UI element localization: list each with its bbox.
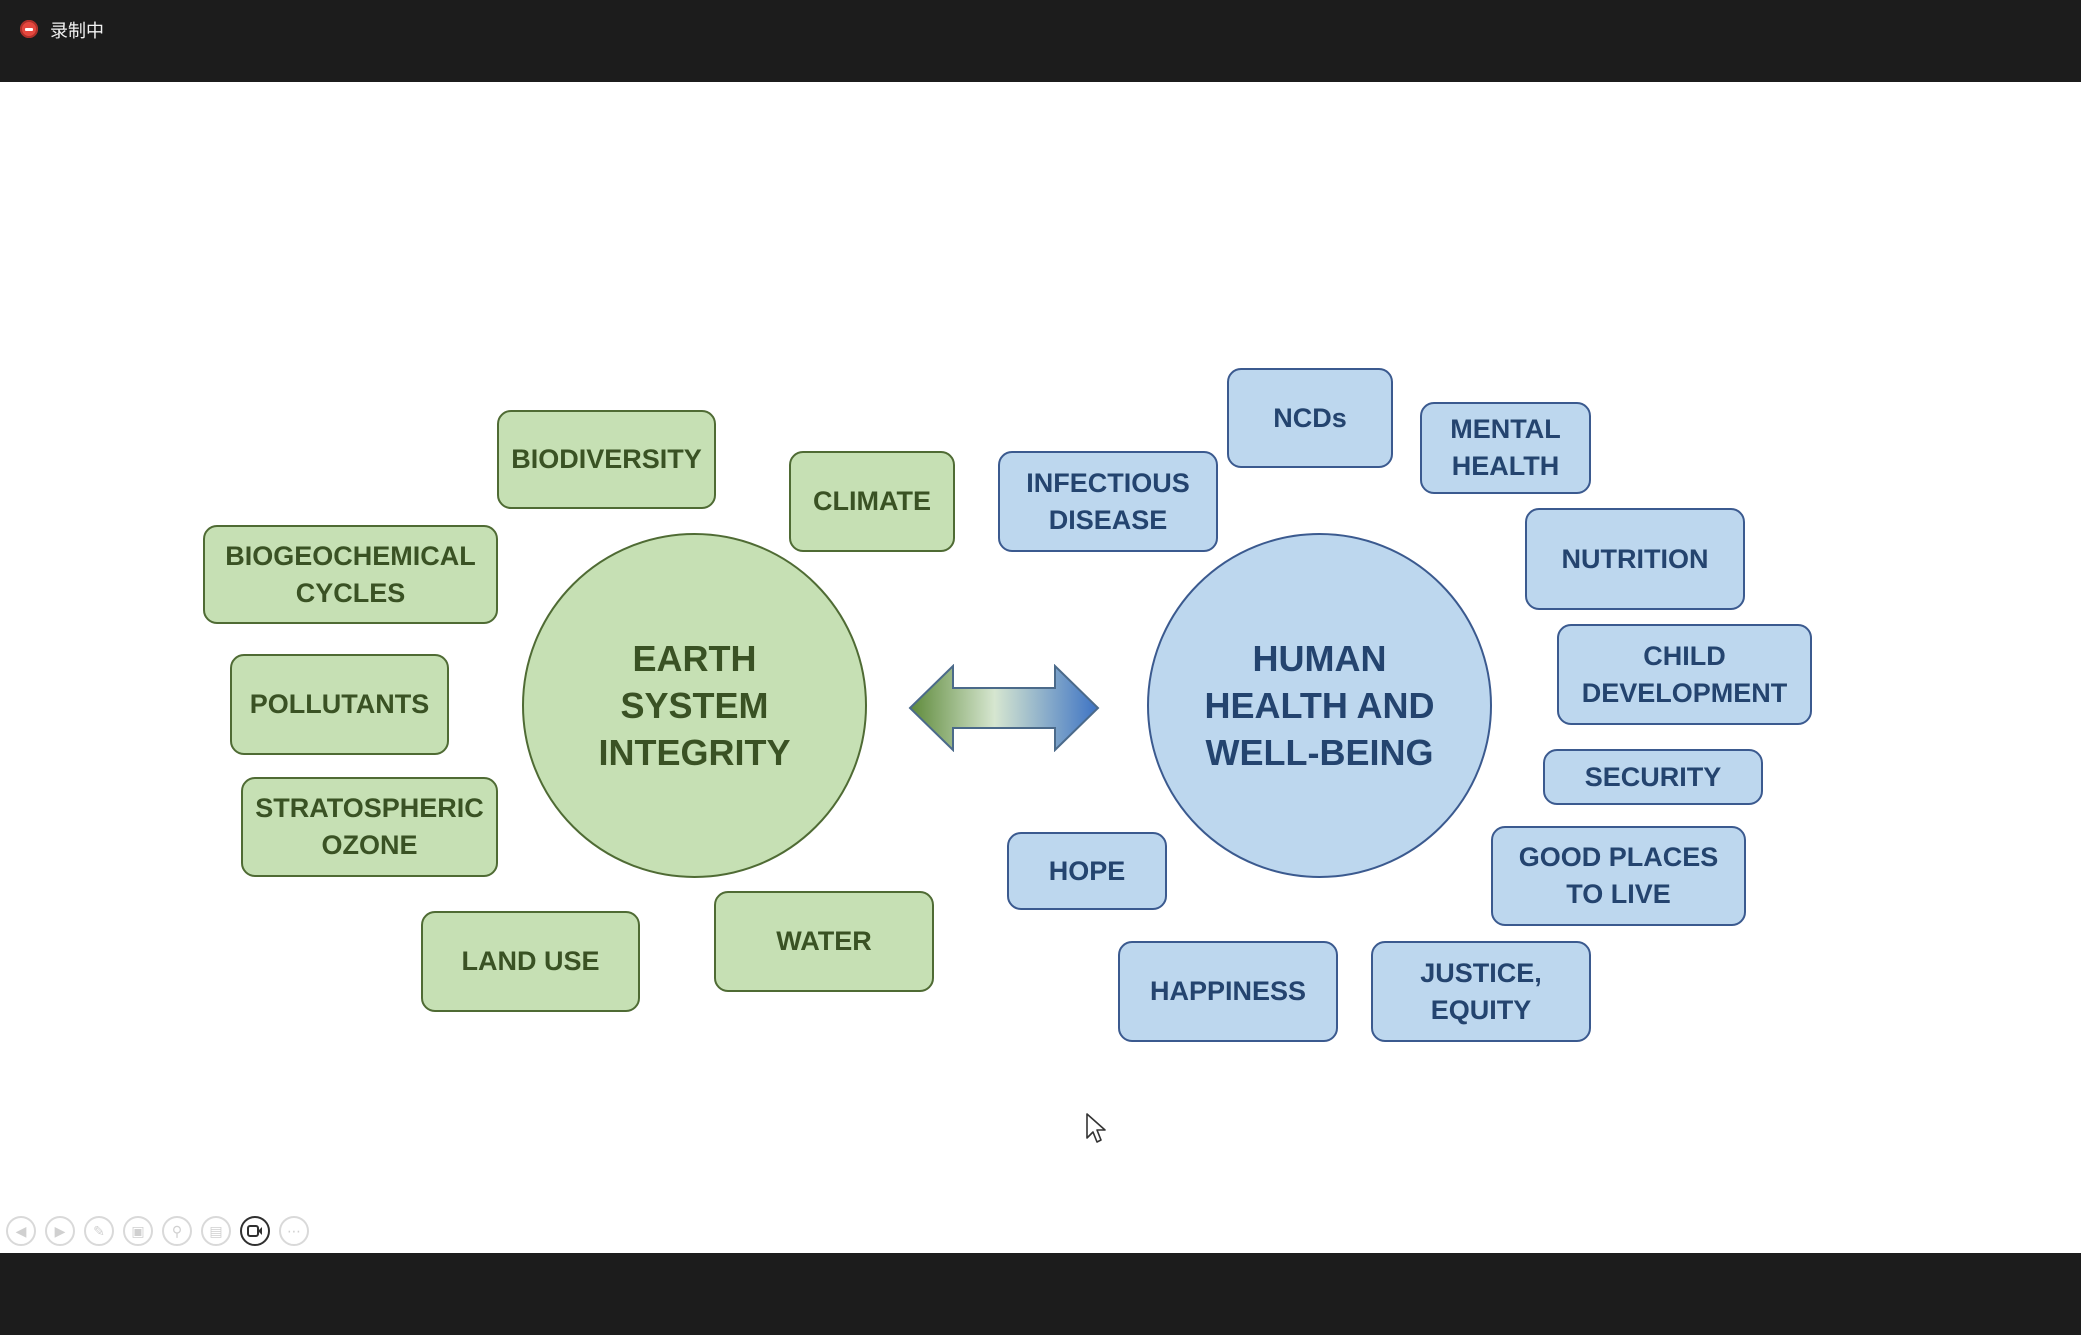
nutrition-box: NUTRITION — [1525, 508, 1745, 610]
good-places-box: GOOD PLACES TO LIVE — [1491, 826, 1746, 926]
stratospheric-ozone-box: STRATOSPHERIC OZONE — [241, 777, 498, 877]
climate-box: CLIMATE — [789, 451, 955, 552]
bottom-bar — [0, 1253, 2081, 1335]
ncds-box: NCDs — [1227, 368, 1393, 468]
previous-icon[interactable]: ◀ — [6, 1216, 36, 1246]
mouse-cursor-icon — [1086, 1113, 1106, 1143]
camera-icon[interactable] — [240, 1216, 270, 1246]
human-health-circle: HUMAN HEALTH AND WELL-BEING — [1147, 533, 1492, 878]
happiness-box: HAPPINESS — [1118, 941, 1338, 1042]
bidirectional-arrow-icon — [908, 664, 1100, 752]
earth-system-circle: EARTH SYSTEM INTEGRITY — [522, 533, 867, 878]
mental-health-box: MENTAL HEALTH — [1420, 402, 1591, 494]
presentation-toolbar: ◀ ▶ ✎ ▣ ⚲ ▤ ⋯ — [6, 1216, 309, 1248]
biodiversity-box: BIODIVERSITY — [497, 410, 716, 509]
land-use-box: LAND USE — [421, 911, 640, 1012]
justice-equity-box: JUSTICE, EQUITY — [1371, 941, 1591, 1042]
child-development-box: CHILD DEVELOPMENT — [1557, 624, 1812, 725]
subtitle-icon[interactable]: ▤ — [201, 1216, 231, 1246]
slides-icon[interactable]: ▣ — [123, 1216, 153, 1246]
next-icon[interactable]: ▶ — [45, 1216, 75, 1246]
recording-status: 录制中 — [50, 21, 104, 42]
record-icon[interactable] — [20, 20, 38, 38]
security-box: SECURITY — [1543, 749, 1763, 805]
recording-bar: 录制中 — [0, 0, 2081, 82]
water-box: WATER — [714, 891, 934, 992]
infectious-disease-box: INFECTIOUS DISEASE — [998, 451, 1218, 552]
more-icon[interactable]: ⋯ — [279, 1216, 309, 1246]
biogeochemical-cycles-box: BIOGEOCHEMICAL CYCLES — [203, 525, 498, 624]
hope-box: HOPE — [1007, 832, 1167, 910]
zoom-icon[interactable]: ⚲ — [162, 1216, 192, 1246]
pen-icon[interactable]: ✎ — [84, 1216, 114, 1246]
pollutants-box: POLLUTANTS — [230, 654, 449, 755]
